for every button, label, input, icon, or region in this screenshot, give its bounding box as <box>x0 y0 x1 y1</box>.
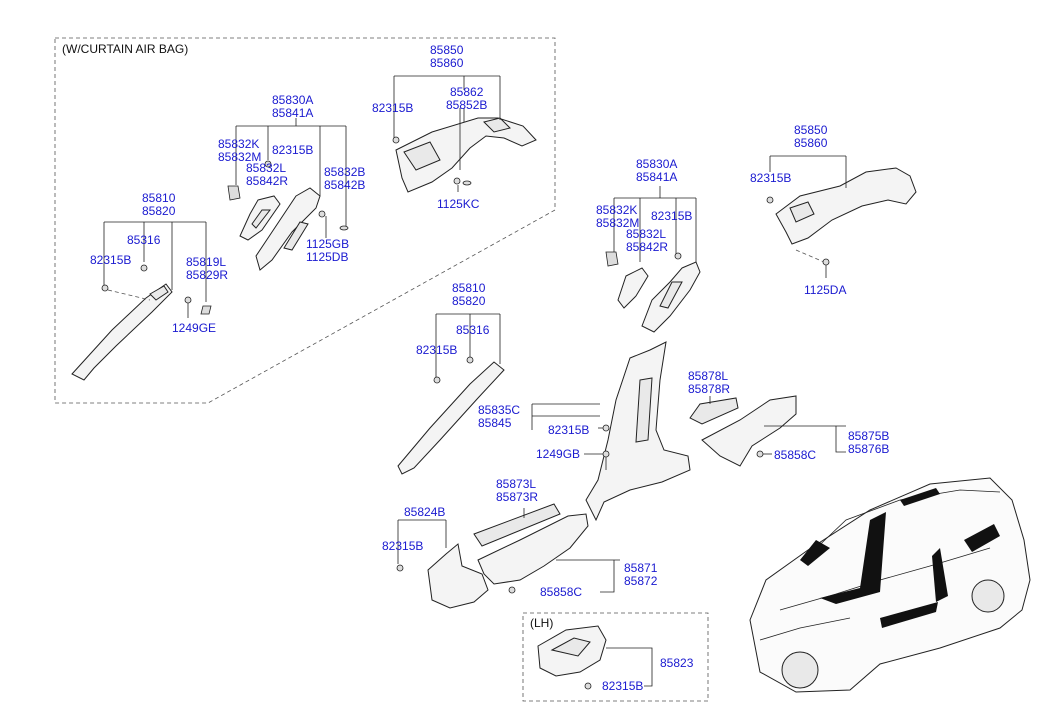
part-label[interactable]: 1249GB <box>536 447 581 461</box>
part-label[interactable]: 82315B <box>90 253 132 267</box>
c-pillar-trim-upper-part <box>395 117 537 193</box>
part-label[interactable]: 82315B <box>750 171 792 185</box>
part-label[interactable]: 82315B <box>382 539 424 553</box>
part-label[interactable]: 82315B <box>416 343 458 357</box>
a-pillar-trim-upper-part <box>71 283 173 381</box>
part-label[interactable]: 82315B <box>651 209 693 223</box>
cowl-side-trim-part <box>427 543 489 609</box>
part-label[interactable]: 85858C <box>774 448 817 462</box>
b-pillar-trim-part <box>617 261 701 333</box>
lh-box-outline <box>522 612 709 702</box>
front-door-scuff-trim-part <box>473 503 589 585</box>
part-label[interactable]: 85858C <box>540 585 583 599</box>
rear-door-scuff-trim-part <box>689 395 797 467</box>
part-label[interactable]: 1125DA <box>804 283 847 297</box>
part-label[interactable]: 85316 <box>127 233 161 247</box>
curtain-airbag-box-title: (W/CURTAIN AIR BAG) <box>62 42 189 56</box>
part-label[interactable]: 1125KC <box>437 197 480 211</box>
center-pillar-trim-lower-part <box>585 341 691 522</box>
b-pillar-trim-upper-part <box>239 187 321 271</box>
lh-trim-part <box>537 625 607 677</box>
part-label[interactable]: 85316 <box>456 323 490 337</box>
part-label[interactable]: 82315B <box>548 423 590 437</box>
part-label[interactable]: 82315B <box>372 101 414 115</box>
a-pillar-trim-part <box>397 361 505 475</box>
part-label[interactable]: 82315B <box>272 143 314 157</box>
part-label[interactable]: 85824B <box>404 505 446 519</box>
c-pillar-trim-part <box>775 167 917 245</box>
lh-box-title: (LH) <box>530 616 554 630</box>
curtain-airbag-box-outline <box>54 37 556 404</box>
part-label[interactable]: 82315B <box>602 679 644 693</box>
part-label[interactable]: 1249GE <box>172 321 217 335</box>
part-label[interactable]: 85823 <box>660 656 694 670</box>
vehicle-illustration <box>749 477 1031 693</box>
